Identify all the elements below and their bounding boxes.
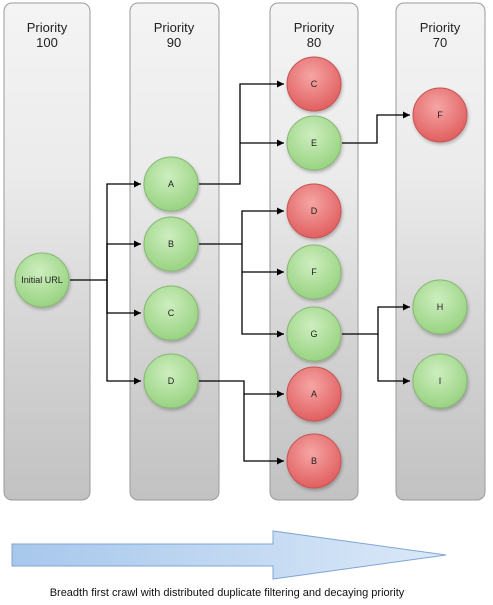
progress-arrow <box>11 530 447 580</box>
node-b-p90: B <box>143 216 199 272</box>
node-a-p90: A <box>143 156 199 212</box>
node-i-p70-label: I <box>439 376 442 386</box>
node-e-p80-label: E <box>311 138 317 148</box>
node-c-p80-label: C <box>311 79 318 89</box>
column-p80-title: Priority <box>294 20 335 35</box>
edge-g-i <box>377 334 410 385</box>
node-c-p80-duplicate: C <box>286 56 342 112</box>
node-c-p90-label: C <box>168 308 175 318</box>
node-d-p80-duplicate: D <box>286 183 342 239</box>
node-a-p80-duplicate: A <box>286 366 342 422</box>
node-a-p90-label: A <box>168 179 174 189</box>
node-f-p70-duplicate: F <box>412 87 468 143</box>
node-h-p70: H <box>412 279 468 335</box>
node-d-p90: D <box>143 353 199 409</box>
node-initial-url-label: Initial URL <box>21 275 63 285</box>
edge-d-b <box>243 394 284 465</box>
node-g-p80: G <box>286 306 342 362</box>
edge-b-d <box>199 207 284 245</box>
edge-e-f <box>342 111 410 144</box>
connectors <box>70 80 410 465</box>
column-p100-value: 100 <box>36 35 58 50</box>
column-p100 <box>3 2 91 501</box>
edge-a-c <box>199 80 284 185</box>
node-f-p70-label: F <box>437 110 443 120</box>
node-d-p90-label: D <box>168 376 175 386</box>
node-h-p70-label: H <box>437 302 444 312</box>
column-p90-title: Priority <box>154 20 195 35</box>
column-p70-value: 70 <box>433 35 447 50</box>
edge-g-h <box>342 303 410 335</box>
node-d-p80-label: D <box>311 206 318 216</box>
diagram-caption: Breadth first crawl with distributed dup… <box>50 587 405 599</box>
node-b-p90-label: B <box>168 239 174 249</box>
column-p70-title: Priority <box>420 20 461 35</box>
edge-initial-b <box>106 240 141 280</box>
column-p100-title: Priority <box>27 20 68 35</box>
column-p70 <box>395 2 486 501</box>
edge-initial-a <box>70 180 141 281</box>
edge-d-a <box>199 380 284 398</box>
node-g-p80-label: G <box>310 329 317 339</box>
node-a-p80-label: A <box>311 389 317 399</box>
node-b-p80-duplicate: B <box>286 433 342 489</box>
node-i-p70: I <box>412 353 468 409</box>
node-initial-url: Initial URL <box>14 252 70 308</box>
node-b-p80-label: B <box>311 456 317 466</box>
edge-b-g <box>241 272 284 338</box>
column-headers: Priority 100 Priority 90 Priority 80 Pri… <box>27 20 461 50</box>
node-e-p80: E <box>286 115 342 171</box>
column-p90-value: 90 <box>167 35 181 50</box>
node-f-p80: F <box>286 244 342 300</box>
column-p80-value: 80 <box>307 35 321 50</box>
node-c-p90: C <box>143 285 199 341</box>
node-f-p80-label: F <box>311 267 317 277</box>
edge-initial-d <box>106 280 141 385</box>
nodes: Initial URL A B C D C E D <box>14 56 468 489</box>
